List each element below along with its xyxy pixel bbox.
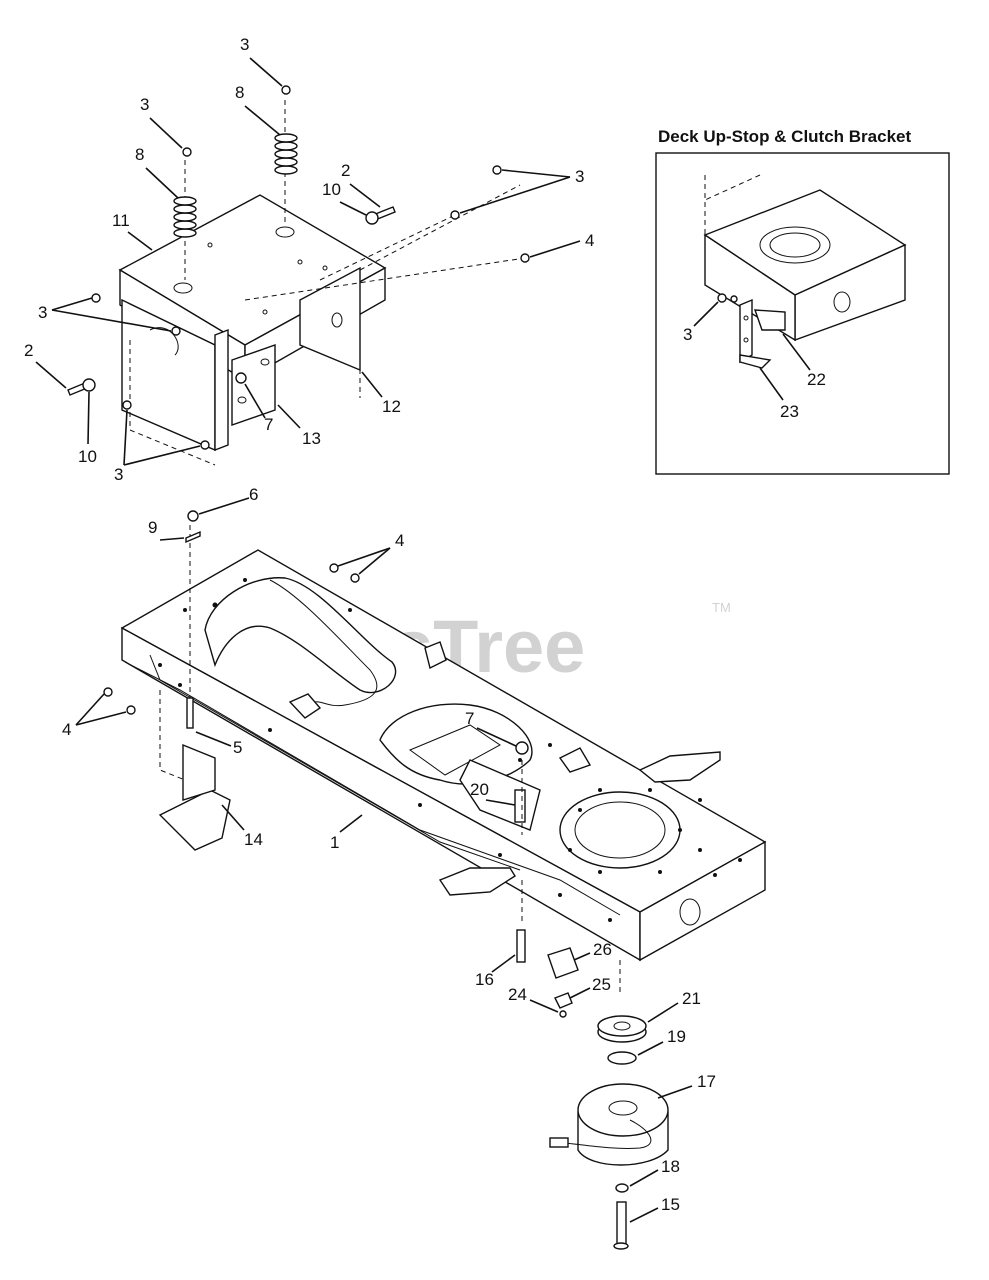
callout-label: 13 [302,429,321,448]
part-14-bracket [158,789,231,851]
bolt-3 [281,85,291,95]
callout-label: 11 [112,211,130,230]
callout-label: 4 [62,720,71,739]
frame-opening [204,577,397,694]
bolt-3 [200,440,210,450]
callout-label: 9 [148,518,157,537]
callout-label: 7 [465,709,474,728]
callout-label: 3 [575,167,584,186]
callout-label: 3 [683,325,692,344]
callout-label: 8 [235,83,244,102]
bolt-4 [126,705,136,715]
inset-panel: Deck Up-Stop & Clutch Bracket 3 22 23 [655,127,950,475]
washer-10 [82,378,96,392]
bolt-3 [450,210,460,220]
callout-label: 10 [322,180,341,199]
spring-seat-1 [173,282,193,294]
part-16-bolt [516,929,526,963]
part-19-washer [607,1051,637,1065]
callout-label: 18 [661,1157,680,1176]
callout-label: 3 [114,465,123,484]
part-20-pin [514,789,526,823]
callout-label: 2 [24,341,33,360]
bolt-3 [182,147,192,157]
callout-label: 5 [233,738,242,757]
part-1-frame-rear [639,840,766,962]
nut-7 [235,372,247,384]
callout-label: 1 [330,833,339,852]
nut-7 [515,741,529,755]
spring-seat-2 [275,226,295,238]
part-15-bolt [616,1201,627,1245]
callout-label: 6 [249,485,258,504]
part-25 [554,992,573,1009]
callout-label: 15 [661,1195,680,1214]
nut-6 [187,510,199,522]
callout-label: 17 [697,1072,716,1091]
part-23-bracket [739,298,753,364]
callout-label: 4 [395,531,404,550]
callout-label: 3 [140,95,149,114]
callout-label: 25 [592,975,611,994]
frame-pedal-slot [379,703,533,785]
callout-label: 7 [264,415,273,434]
callout-label: 19 [667,1027,686,1046]
bolt-4 [103,687,113,697]
upper-bracket-assembly [67,85,530,466]
inset-title: Deck Up-Stop & Clutch Bracket [658,127,911,146]
bolt-3 [122,400,132,410]
frame-switch [288,693,322,719]
part-13-lever [214,328,229,452]
main-callouts: 6 9 4 4 5 7 14 1 20 26 16 25 24 21 19 17… [62,485,716,1223]
bolt-3 [91,293,101,303]
callout-label: 21 [682,989,701,1008]
footrest-bracket-left [438,867,516,896]
callout-label: 22 [807,370,826,389]
part-17-clutch [549,1083,669,1166]
upper-callouts: 3 8 3 8 2 10 3 11 4 3 2 10 7 13 12 3 [24,35,594,484]
bolt-4 [520,253,530,263]
callout-label: 24 [508,985,527,1004]
part-21-pulley [597,1015,647,1043]
watermark-trademark: TM [712,600,731,615]
callout-label: 14 [244,830,263,849]
bolt-3 [492,165,502,175]
part-24 [559,1010,567,1018]
footrest-bracket-right [638,751,721,783]
washer-10 [365,211,379,225]
callout-label: 20 [470,780,489,799]
callout-label: 4 [585,231,594,250]
main-frame-assembly [103,510,767,1250]
callout-label: 26 [593,940,612,959]
bolt-4 [350,573,360,583]
callout-label: 23 [780,402,799,421]
part-22-bracket [753,309,786,331]
part-5-bolt [186,697,194,729]
part-18-washer [615,1183,629,1193]
bolt-3 [717,293,727,303]
bolt-3 [171,326,181,336]
callout-label: 8 [135,145,144,164]
callout-label: 10 [78,447,97,466]
callout-label: 3 [38,303,47,322]
frame-holes [158,578,742,922]
spring-8-right [274,133,298,175]
callout-label: 2 [341,161,350,180]
bolt-4 [329,563,339,573]
part-26-switch [547,947,579,979]
part-9 [185,530,201,544]
spring-8-left [173,196,197,238]
callout-label: 16 [475,970,494,989]
callout-label: 3 [240,35,249,54]
callout-label: 12 [382,397,401,416]
